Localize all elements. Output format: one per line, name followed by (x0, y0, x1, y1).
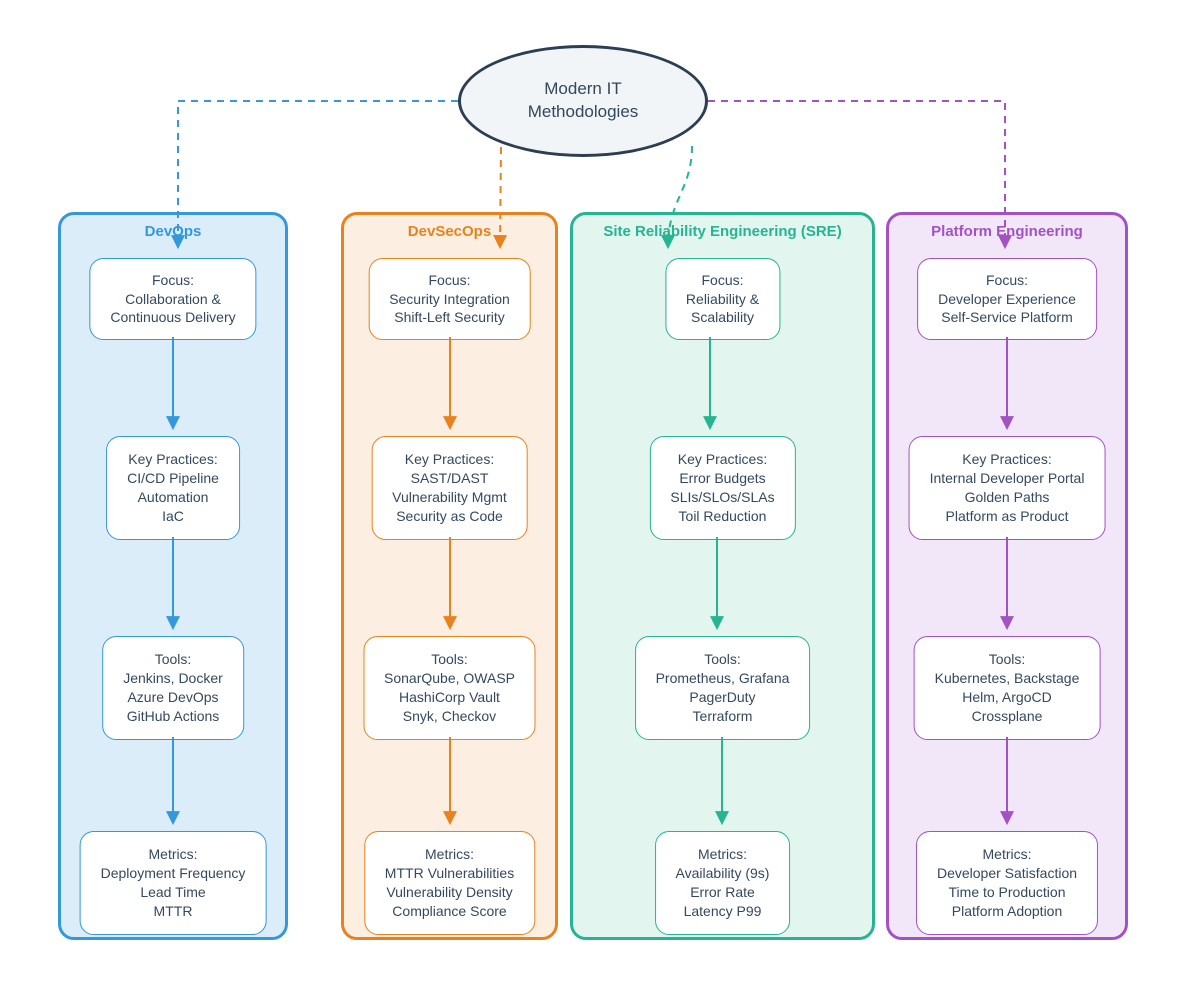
column-devsecops-title: DevSecOps (407, 223, 492, 240)
node-label: Metrics: Deployment Frequency Lead Time … (100, 846, 246, 919)
node-devsecops-metrics: Metrics: MTTR Vulnerabilities Vulnerabil… (363, 831, 536, 935)
column-devops: DevOps Focus: Collaboration & Continuous… (58, 212, 288, 940)
root-node: Modern IT Methodologies (458, 45, 708, 157)
node-sre-focus: Focus: Reliability & Scalability (664, 258, 781, 340)
node-label: Focus: Reliability & Scalability (685, 271, 760, 326)
node-devsecops-focus: Focus: Security Integration Shift-Left S… (368, 258, 531, 340)
node-sre-key-practices: Key Practices: Error Budgets SLIs/SLOs/S… (649, 436, 796, 540)
node-sre-metrics: Metrics: Availability (9s) Error Rate La… (654, 831, 791, 935)
node-platform-metrics: Metrics: Developer Satisfaction Time to … (915, 831, 1099, 935)
node-label: Tools: Prometheus, Grafana PagerDuty Ter… (655, 651, 790, 724)
root-node-label: Modern IT Methodologies (527, 79, 639, 121)
column-sre: Site Reliability Engineering (SRE) Focus… (570, 212, 875, 940)
column-platform-engineering: Platform Engineering Focus: Developer Ex… (886, 212, 1128, 940)
column-devsecops: DevSecOps Focus: Security Integration Sh… (341, 212, 558, 940)
node-devops-metrics: Metrics: Deployment Frequency Lead Time … (79, 831, 267, 935)
node-devops-focus: Focus: Collaboration & Continuous Delive… (89, 258, 257, 340)
node-devops-tools: Tools: Jenkins, Docker Azure DevOps GitH… (102, 636, 244, 740)
node-label: Metrics: Developer Satisfaction Time to … (936, 846, 1078, 919)
node-platform-tools: Tools: Kubernetes, Backstage Helm, ArgoC… (913, 636, 1101, 740)
node-label: Tools: Kubernetes, Backstage Helm, ArgoC… (934, 651, 1080, 724)
node-platform-focus: Focus: Developer Experience Self-Service… (917, 258, 1097, 340)
node-label: Key Practices: Error Budgets SLIs/SLOs/S… (670, 451, 775, 524)
node-platform-key-practices: Key Practices: Internal Developer Portal… (908, 436, 1106, 540)
node-label: Key Practices: Internal Developer Portal… (929, 451, 1085, 524)
node-label: Focus: Developer Experience Self-Service… (938, 271, 1076, 326)
node-devsecops-tools: Tools: SonarQube, OWASP HashiCorp Vault … (363, 636, 536, 740)
column-sre-title: Site Reliability Engineering (SRE) (603, 223, 842, 240)
node-devops-key-practices: Key Practices: CI/CD Pipeline Automation… (106, 436, 240, 540)
node-label: Focus: Collaboration & Continuous Delive… (110, 271, 236, 326)
node-label: Metrics: Availability (9s) Error Rate La… (675, 846, 770, 919)
node-label: Metrics: MTTR Vulnerabilities Vulnerabil… (384, 846, 515, 919)
node-sre-tools: Tools: Prometheus, Grafana PagerDuty Ter… (634, 636, 811, 740)
node-label: Focus: Security Integration Shift-Left S… (389, 271, 510, 326)
column-platform-title: Platform Engineering (931, 223, 1083, 240)
node-devsecops-key-practices: Key Practices: SAST/DAST Vulnerability M… (371, 436, 528, 540)
node-label: Key Practices: CI/CD Pipeline Automation… (127, 451, 219, 524)
node-label: Key Practices: SAST/DAST Vulnerability M… (392, 451, 507, 524)
column-devops-title: DevOps (144, 223, 202, 240)
node-label: Tools: SonarQube, OWASP HashiCorp Vault … (384, 651, 515, 724)
node-label: Tools: Jenkins, Docker Azure DevOps GitH… (123, 651, 223, 724)
